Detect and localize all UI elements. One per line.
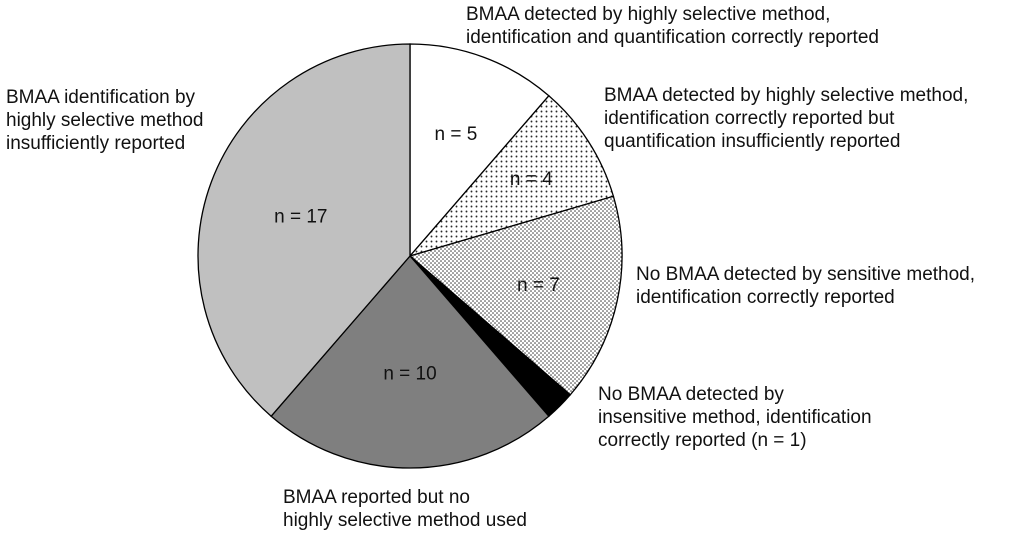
pie-slice-label-5: n = 10 xyxy=(383,364,436,385)
pie-annotation-1: BMAA detected by highly selective method… xyxy=(466,4,879,48)
pie-slice-label-1: n = 5 xyxy=(435,124,478,145)
pie-slices xyxy=(197,43,623,469)
pie-annotation-line: BMAA identification by xyxy=(6,87,196,108)
pie-slice-6 xyxy=(197,43,411,418)
pie-annotation-line: highly selective method xyxy=(6,110,204,131)
pie-annotation-line: BMAA detected by highly selective method… xyxy=(604,85,968,106)
pie-annotation-line: identification correctly reported but xyxy=(604,108,895,129)
pie-annotation-line: identification correctly reported xyxy=(636,287,895,308)
pie-slice-3 xyxy=(408,195,623,396)
pie-annotation-line: quantification insufficiently reported xyxy=(604,131,900,152)
pie-annotation-line: correctly reported (n = 1) xyxy=(598,430,807,451)
pie-annotation-line: insufficiently reported xyxy=(6,133,185,154)
pie-annotation-line: insensitive method, identification xyxy=(598,407,872,428)
pie-annotation-line: BMAA reported but no xyxy=(283,487,470,508)
pie-annotation-line: No BMAA detected by xyxy=(598,384,784,405)
pie-annotation-line: highly selective method used xyxy=(283,510,527,531)
pie-annotation-2: BMAA detected by highly selective method… xyxy=(604,85,968,152)
pie-annotation-line: identification and quantification correc… xyxy=(466,27,879,48)
pie-slice-label-2: n = 4 xyxy=(510,169,553,190)
pie-slice-2 xyxy=(408,94,615,258)
pie-annotations: BMAA detected by highly selective method… xyxy=(6,4,975,531)
pie-annotation-line: No BMAA detected by sensitive method, xyxy=(636,264,975,285)
pie-slice-1 xyxy=(409,43,550,258)
pie-slice-5 xyxy=(270,255,550,469)
pie-annotation-3: No BMAA detected by sensitive method,ide… xyxy=(636,264,975,308)
pie-slice-label-6: n = 17 xyxy=(274,206,327,227)
pie-slice-label-3: n = 7 xyxy=(517,275,560,296)
pie-slice-labels: n = 5 n = 4 n = 7 n = 10 n = 17 xyxy=(274,124,560,385)
pie-annotation-line: BMAA detected by highly selective method… xyxy=(466,4,830,25)
